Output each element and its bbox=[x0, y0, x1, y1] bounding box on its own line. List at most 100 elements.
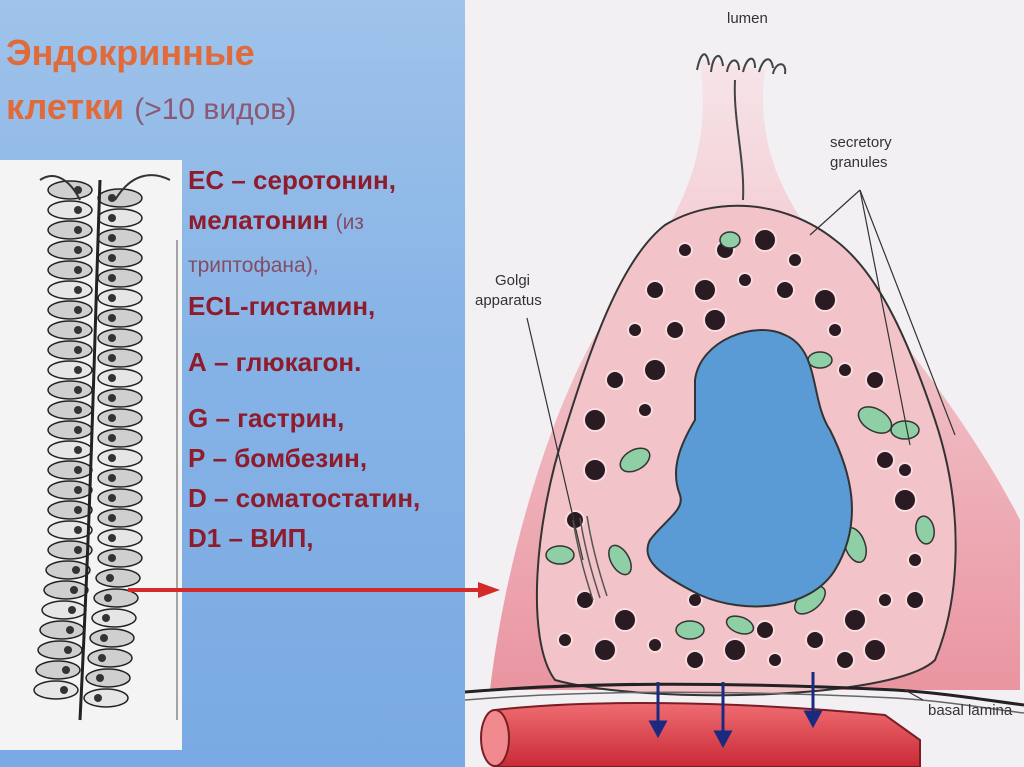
crypt-cell bbox=[47, 340, 93, 360]
secretory-granule bbox=[613, 608, 637, 632]
crypt-cell bbox=[37, 640, 83, 660]
crypt-cell bbox=[97, 548, 143, 568]
crypt-cell-nucleus bbox=[100, 634, 108, 642]
crypt-cell bbox=[97, 528, 143, 548]
crypt-cell-nucleus bbox=[74, 266, 82, 274]
crypt-cell-nucleus bbox=[60, 686, 68, 694]
hormone-g: G – гастрин, bbox=[188, 403, 345, 433]
crypt-cell-nucleus bbox=[74, 406, 82, 414]
secretory-granule bbox=[723, 638, 747, 662]
crypt-cell bbox=[47, 300, 93, 320]
secretory-granule bbox=[583, 458, 607, 482]
crypt-cell-nucleus bbox=[108, 394, 116, 402]
crypt-cell bbox=[47, 280, 93, 300]
crypt-cell bbox=[43, 580, 89, 600]
secretory-granule bbox=[813, 288, 837, 312]
crypt-cell bbox=[47, 180, 93, 200]
crypt-cell-nucleus bbox=[108, 454, 116, 462]
pointer-arrow bbox=[128, 582, 500, 598]
crypt-cell-nucleus bbox=[74, 506, 82, 514]
secretory-granule bbox=[605, 370, 625, 390]
crypt-cell bbox=[95, 568, 141, 588]
crypt-cell bbox=[47, 440, 93, 460]
crypt-cell-nucleus bbox=[108, 514, 116, 522]
crypt-cell-nucleus bbox=[96, 674, 104, 682]
intestinal-crypt-drawing bbox=[33, 174, 178, 721]
hormone-ecl: ECL-гистамин, bbox=[188, 291, 376, 321]
crypt-cell bbox=[93, 588, 139, 608]
crypt-cell-nucleus bbox=[94, 694, 102, 702]
crypt-cell bbox=[97, 408, 143, 428]
crypt-cell bbox=[83, 688, 129, 708]
crypt-cell bbox=[39, 620, 85, 640]
crypt-cell-nucleus bbox=[62, 666, 70, 674]
crypt-cell-nucleus bbox=[108, 554, 116, 562]
secretory-granule bbox=[685, 650, 705, 670]
crypt-villus-left bbox=[39, 175, 81, 201]
secretory-granule bbox=[805, 630, 825, 650]
secretory-granule bbox=[755, 620, 775, 640]
secretory-granule bbox=[677, 242, 693, 258]
crypt-villus-right bbox=[114, 174, 171, 201]
title-word-cells: клетки bbox=[6, 86, 125, 127]
crypt-cell bbox=[97, 468, 143, 488]
crypt-cell bbox=[41, 600, 87, 620]
crypt-cell-nucleus bbox=[108, 374, 116, 382]
secretory-granule bbox=[835, 650, 855, 670]
crypt-cell bbox=[97, 448, 143, 468]
crypt-cell bbox=[85, 668, 131, 688]
crypt-cell-nucleus bbox=[74, 546, 82, 554]
endocrine-cell-diagram: lumen secretory granules Golgi apparatus… bbox=[465, 0, 1024, 767]
crypt-cell bbox=[97, 288, 143, 308]
crypt-cell-nucleus bbox=[74, 366, 82, 374]
crypt-illustration bbox=[0, 160, 182, 750]
secretory-granule bbox=[753, 228, 777, 252]
crypt-cell-nucleus bbox=[72, 566, 80, 574]
crypt-cell-nucleus bbox=[108, 534, 116, 542]
crypt-cell-nucleus bbox=[108, 194, 116, 202]
hormone-a: А – глюкагон. bbox=[188, 342, 466, 382]
secretory-granule bbox=[837, 362, 853, 378]
secretory-granule bbox=[875, 450, 895, 470]
label-lumen: lumen bbox=[727, 10, 768, 27]
hormone-p: Р – бомбезин, bbox=[188, 443, 368, 473]
secretory-granule bbox=[557, 632, 573, 648]
crypt-cell-nucleus bbox=[108, 254, 116, 262]
secretory-granule bbox=[843, 608, 867, 632]
crypt-cell bbox=[47, 220, 93, 240]
secretory-granules-group bbox=[557, 228, 925, 670]
crypt-cells bbox=[33, 180, 143, 708]
secretory-granule bbox=[893, 488, 917, 512]
crypt-cell-nucleus bbox=[108, 314, 116, 322]
secretory-granule bbox=[593, 638, 617, 662]
label-basal-lamina: basal lamina bbox=[928, 702, 1013, 719]
crypt-cell bbox=[47, 420, 93, 440]
crypt-cell bbox=[47, 540, 93, 560]
mitochondria-group bbox=[545, 231, 935, 640]
secretory-granule bbox=[877, 592, 893, 608]
crypt-cell bbox=[47, 320, 93, 340]
crypt-cell-nucleus bbox=[70, 586, 78, 594]
crypt-cell bbox=[97, 508, 143, 528]
crypt-cell-nucleus bbox=[74, 486, 82, 494]
hormone-ec: ЕС – серотонин, bbox=[188, 165, 396, 195]
secretory-granule bbox=[575, 590, 595, 610]
crypt-cell-nucleus bbox=[68, 606, 76, 614]
secretory-granule bbox=[737, 272, 753, 288]
crypt-cell bbox=[33, 680, 79, 700]
secretory-granule bbox=[865, 370, 885, 390]
crypt-cell bbox=[89, 628, 135, 648]
hormone-tryptophan-line: триптофана), bbox=[188, 243, 466, 286]
crypt-cell bbox=[97, 248, 143, 268]
crypt-cell-nucleus bbox=[64, 646, 72, 654]
crypt-cell-nucleus bbox=[108, 334, 116, 342]
crypt-cell-nucleus bbox=[108, 274, 116, 282]
slide-title: Эндокринные клетки (>10 видов) bbox=[6, 26, 296, 137]
crypt-cell-nucleus bbox=[74, 426, 82, 434]
secretory-granule bbox=[647, 637, 663, 653]
crypt-cell bbox=[97, 488, 143, 508]
crypt-cell bbox=[35, 660, 81, 680]
hormone-tryptophan-note: триптофана), bbox=[188, 254, 319, 277]
crypt-cell-nucleus bbox=[66, 626, 74, 634]
secretory-granule bbox=[905, 590, 925, 610]
